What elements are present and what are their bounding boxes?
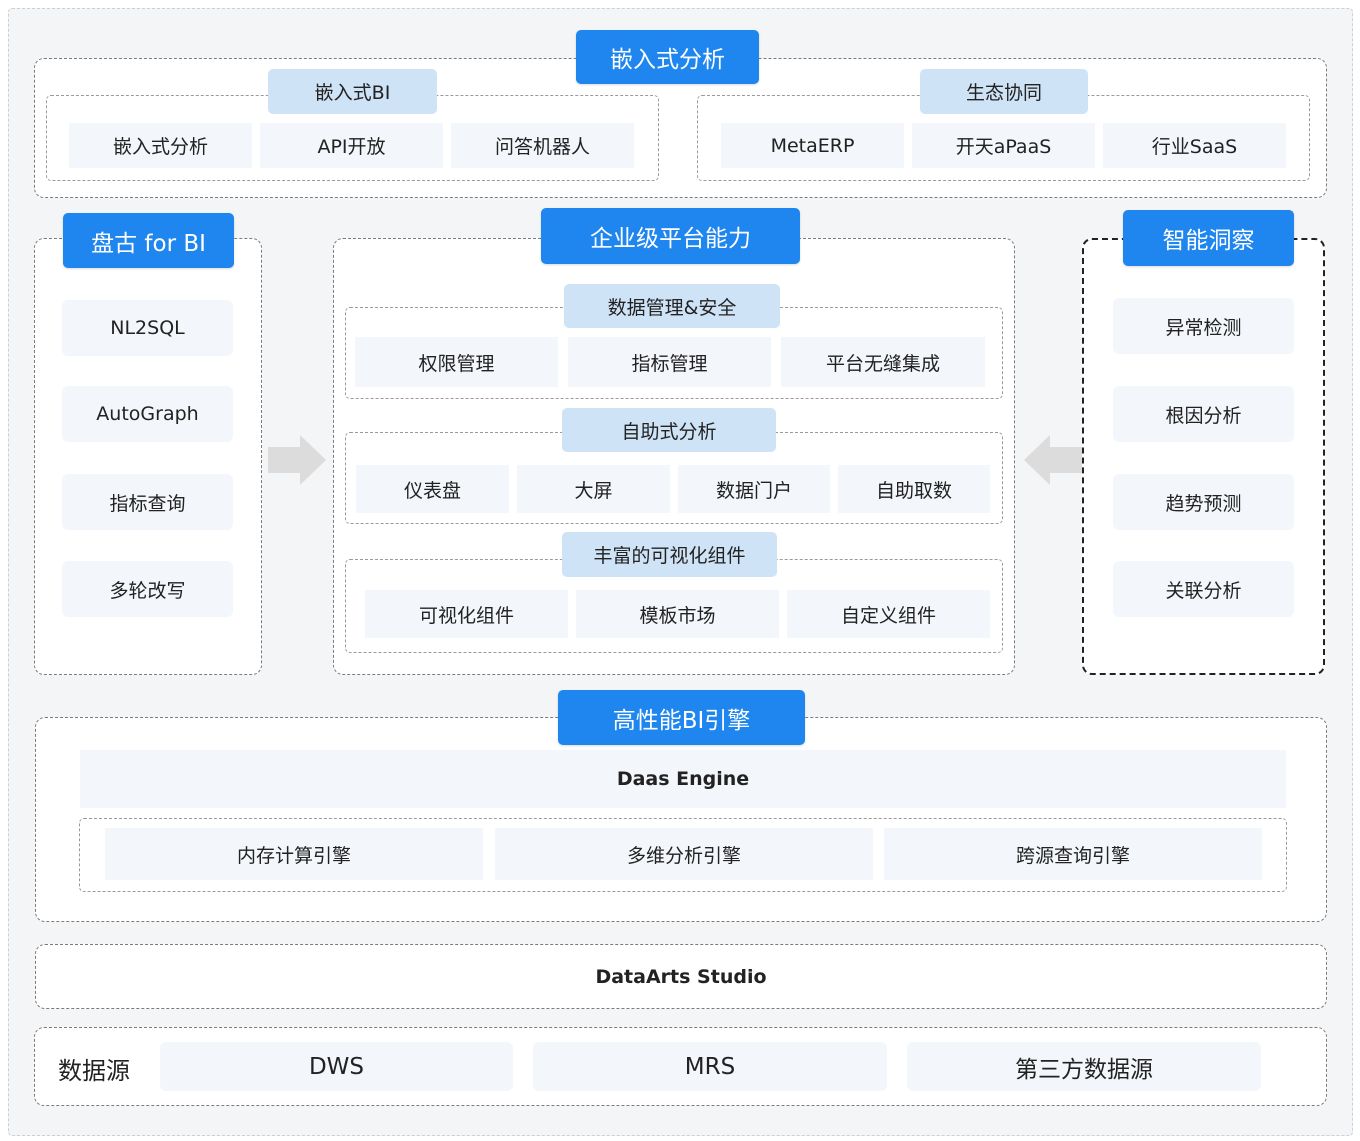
ecosystem-title: 生态协同 [920, 69, 1088, 114]
platform-group-title: 自助式分析 [562, 408, 776, 452]
platform-item: 数据门户 [678, 465, 830, 513]
daas-engine-bar: Daas Engine [80, 750, 1286, 808]
platform-group-title: 数据管理&安全 [564, 284, 780, 328]
platform-item: 自定义组件 [787, 590, 990, 638]
pangu-item: NL2SQL [62, 300, 233, 356]
arrow-right-icon [268, 435, 326, 485]
platform-item: 模板市场 [576, 590, 779, 638]
engine-item: 多维分析引擎 [495, 828, 873, 880]
datasource-item: MRS [533, 1042, 887, 1091]
platform-item: 自助取数 [838, 465, 990, 513]
embedded-bi-title: 嵌入式BI [268, 69, 437, 114]
arrow-left-icon [1024, 435, 1082, 485]
pangu-item: AutoGraph [62, 386, 233, 442]
embedded-bi-item: 问答机器人 [451, 123, 634, 168]
pangu-item: 多轮改写 [62, 561, 233, 617]
embedded-bi-item: 嵌入式分析 [69, 123, 252, 168]
insight-item: 异常检测 [1113, 298, 1294, 354]
ecosystem-item: 行业SaaS [1103, 123, 1286, 168]
insight-item: 根因分析 [1113, 386, 1294, 442]
insight-title: 智能洞察 [1123, 210, 1294, 266]
platform-item: 指标管理 [568, 337, 771, 387]
insight-item: 趋势预测 [1113, 474, 1294, 530]
bi-engine-title: 高性能BI引擎 [558, 690, 805, 745]
pangu-item: 指标查询 [62, 474, 233, 530]
engine-item: 内存计算引擎 [105, 828, 483, 880]
ecosystem-item: 开天aPaaS [912, 123, 1095, 168]
datasource-item: DWS [160, 1042, 513, 1091]
datasource-label: 数据源 [58, 1056, 130, 1085]
datasource-item: 第三方数据源 [907, 1042, 1261, 1091]
pangu-title: 盘古 for BI [63, 213, 234, 268]
platform-item: 平台无缝集成 [781, 337, 985, 387]
embedded-analysis-title: 嵌入式分析 [576, 30, 759, 84]
platform-item: 可视化组件 [365, 590, 568, 638]
engine-item: 跨源查询引擎 [884, 828, 1262, 880]
dataarts-studio-bar: DataArts Studio [35, 944, 1327, 1009]
insight-item: 关联分析 [1113, 561, 1294, 617]
platform-item: 仪表盘 [356, 465, 509, 513]
platform-title: 企业级平台能力 [541, 208, 800, 264]
platform-item: 权限管理 [355, 337, 558, 387]
platform-item: 大屏 [517, 465, 670, 513]
platform-group-title: 丰富的可视化组件 [562, 532, 777, 577]
embedded-bi-item: API开放 [260, 123, 443, 168]
ecosystem-item: MetaERP [721, 123, 904, 168]
